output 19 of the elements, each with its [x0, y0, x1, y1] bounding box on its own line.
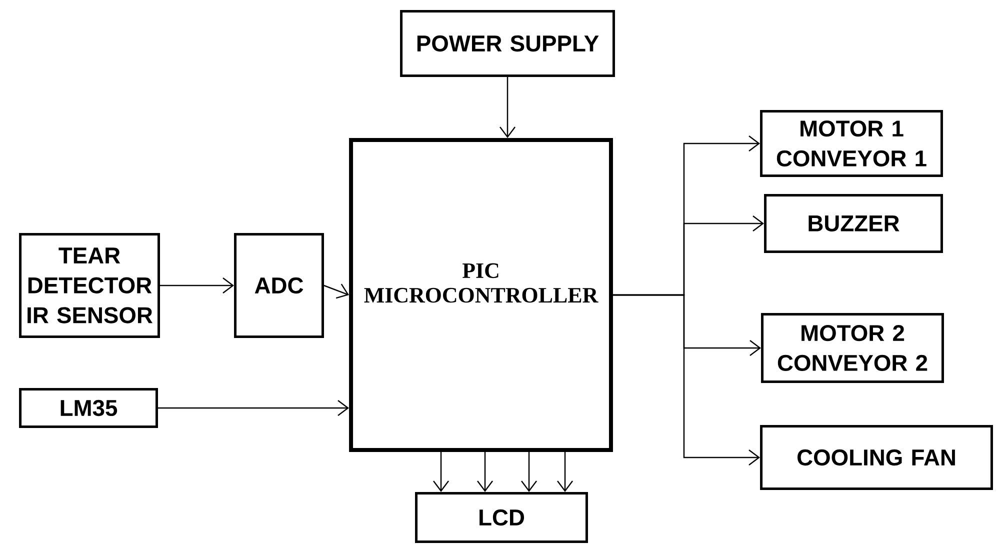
- block-box: TEAR DETECTOR IR SENSOR: [19, 233, 160, 338]
- block-box: ADC: [234, 233, 324, 338]
- arrow: [433, 452, 449, 492]
- block-box: MOTOR 1 CONVEYOR 1: [760, 110, 943, 177]
- block-box: MOTOR 2 CONVEYOR 2: [761, 313, 944, 383]
- arrow: [477, 452, 493, 492]
- block-box: LCD: [415, 492, 588, 543]
- arrow: [324, 284, 350, 299]
- arrow: [612, 294, 760, 466]
- arrow: [557, 452, 573, 492]
- block-box: COOLING FAN: [760, 425, 993, 490]
- microcontroller-box: PIC MICROCONTROLLER: [349, 138, 613, 452]
- arrow: [521, 452, 537, 492]
- arrow: [160, 278, 234, 294]
- arrow: [500, 77, 516, 138]
- block-box: POWER SUPPLY: [400, 10, 615, 77]
- arrow: [158, 400, 350, 416]
- block-box: BUZZER: [764, 194, 943, 253]
- block-box: LM35: [19, 388, 158, 428]
